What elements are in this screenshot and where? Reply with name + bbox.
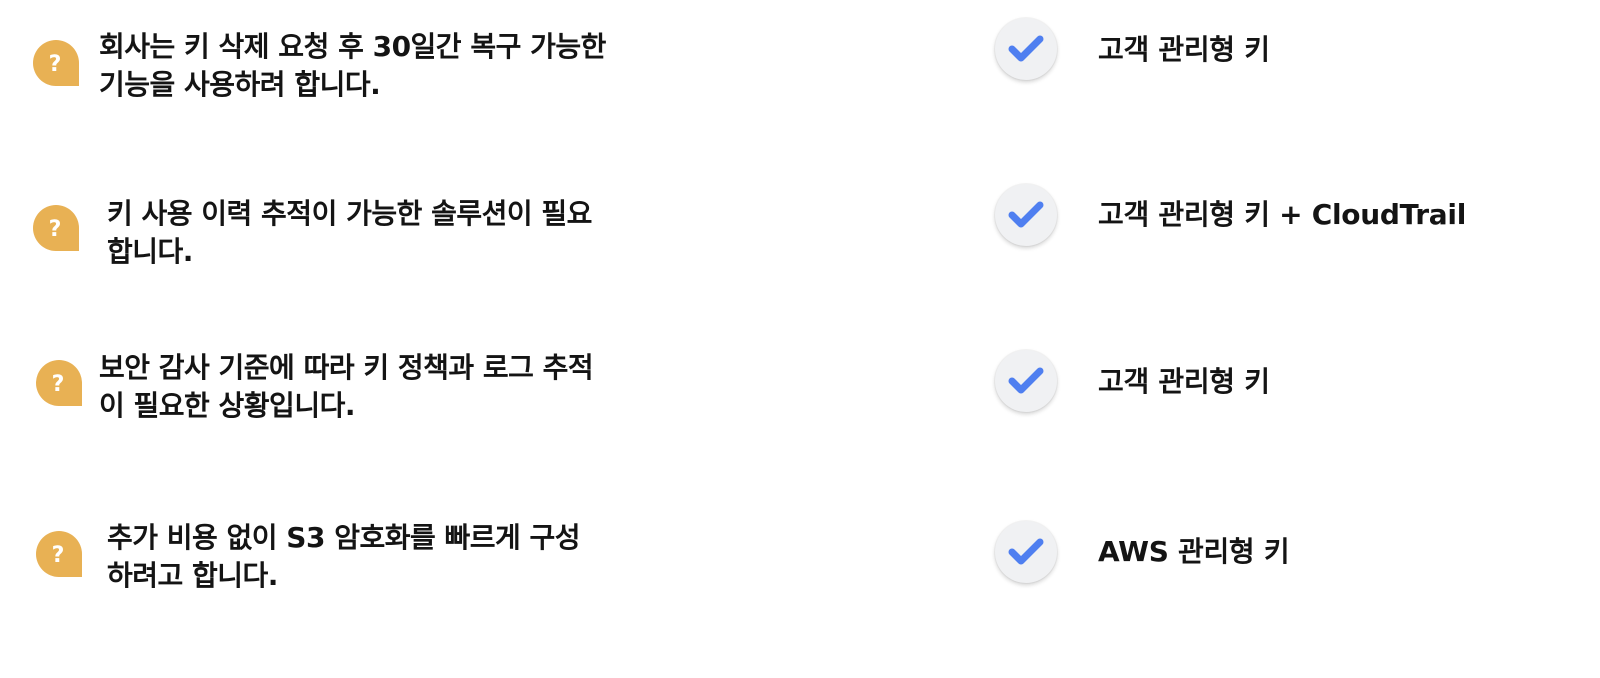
question-bubble-icon: ? <box>34 529 84 579</box>
check-button[interactable] <box>995 184 1057 246</box>
qa-row-2: ? 키 사용 이력 추적이 가능한 솔루션이 필요 합니다. 고객 관리형 키 … <box>0 166 1600 286</box>
answer-label: 고객 관리형 키 <box>1098 365 1270 398</box>
check-button[interactable] <box>995 350 1057 412</box>
answer-label: 고객 관리형 키 + CloudTrail <box>1098 198 1466 231</box>
question-line-2: 이 필요한 상황입니다. <box>99 389 355 422</box>
qa-row-4: ? 추가 비용 없이 S3 암호화를 빠르게 구성 하려고 합니다. AWS 관… <box>0 505 1600 625</box>
question-line-1: 추가 비용 없이 S3 암호화를 빠르게 구성 <box>107 521 581 554</box>
check-button[interactable] <box>995 18 1057 80</box>
question-line-1: 보안 감사 기준에 따라 키 정책과 로그 추적 <box>99 351 594 384</box>
checkmark-icon <box>1008 367 1044 394</box>
answer-label: AWS 관리형 키 <box>1098 535 1290 568</box>
checkmark-icon <box>1008 201 1044 228</box>
question-text: 키 사용 이력 추적이 가능한 솔루션이 필요 합니다. <box>107 195 592 271</box>
question-line-1: 키 사용 이력 추적이 가능한 솔루션이 필요 <box>107 197 592 230</box>
question-text: 회사는 키 삭제 요청 후 30일간 복구 가능한 기능을 사용하려 합니다. <box>99 28 606 104</box>
svg-text:?: ? <box>49 217 62 242</box>
checkmark-icon <box>1008 35 1044 62</box>
question-bubble-icon: ? <box>34 358 84 408</box>
question-text: 보안 감사 기준에 따라 키 정책과 로그 추적 이 필요한 상황입니다. <box>99 349 594 425</box>
qa-row-1: ? 회사는 키 삭제 요청 후 30일간 복구 가능한 기능을 사용하려 합니다… <box>0 0 1600 120</box>
checkmark-icon <box>1008 538 1044 565</box>
qa-row-3: ? 보안 감사 기준에 따라 키 정책과 로그 추적 이 필요한 상황입니다. … <box>0 332 1600 452</box>
answer-label: 고객 관리형 키 <box>1098 33 1270 66</box>
question-line-2: 기능을 사용하려 합니다. <box>99 68 381 101</box>
svg-text:?: ? <box>52 543 65 568</box>
svg-text:?: ? <box>49 52 62 77</box>
question-line-2: 하려고 합니다. <box>107 559 278 592</box>
question-line-1: 회사는 키 삭제 요청 후 30일간 복구 가능한 <box>99 30 606 63</box>
check-button[interactable] <box>995 521 1057 583</box>
question-line-2: 합니다. <box>107 235 193 268</box>
question-bubble-icon: ? <box>31 38 81 88</box>
question-text: 추가 비용 없이 S3 암호화를 빠르게 구성 하려고 합니다. <box>107 519 581 595</box>
svg-text:?: ? <box>52 372 65 397</box>
question-bubble-icon: ? <box>31 203 81 253</box>
